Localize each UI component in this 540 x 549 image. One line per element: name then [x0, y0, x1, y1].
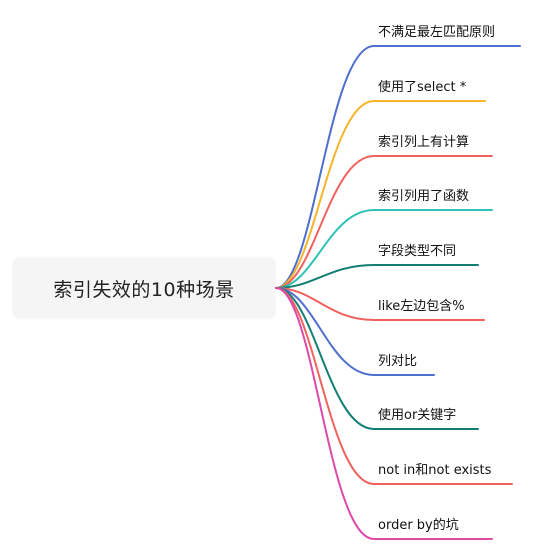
branch-connector-10: [275, 287, 493, 540]
branch-connector-6: [275, 287, 485, 321]
branch-label-5[interactable]: 字段类型不同: [378, 244, 457, 259]
branch-connector-9: [275, 287, 513, 485]
branch-label-9[interactable]: not in和not exists: [378, 463, 492, 478]
branch-label-2[interactable]: 使用了select *: [378, 80, 467, 95]
branch-label-3[interactable]: 索引列上有计算: [378, 135, 470, 150]
branch-connector-8: [275, 287, 479, 430]
branch-label-10[interactable]: order by的坑: [378, 518, 459, 533]
branch-connector-1: [275, 45, 521, 289]
branch-connector-2: [275, 100, 486, 289]
branch-label-7[interactable]: 列对比: [378, 354, 418, 369]
branch-label-1[interactable]: 不满足最左匹配原则: [378, 25, 496, 40]
branch-label-8[interactable]: 使用or关键字: [378, 408, 457, 423]
branch-connector-3: [275, 155, 493, 289]
root-node[interactable]: 索引失效的10种场景: [13, 258, 275, 318]
branch-connector-4: [275, 209, 493, 289]
branch-connector-7: [275, 287, 435, 376]
branch-label-6[interactable]: like左边包含%: [378, 299, 465, 314]
branch-label-4[interactable]: 索引列用了函数: [378, 189, 470, 204]
branch-connector-5: [275, 264, 479, 289]
root-node-label: 索引失效的10种场景: [53, 278, 235, 301]
